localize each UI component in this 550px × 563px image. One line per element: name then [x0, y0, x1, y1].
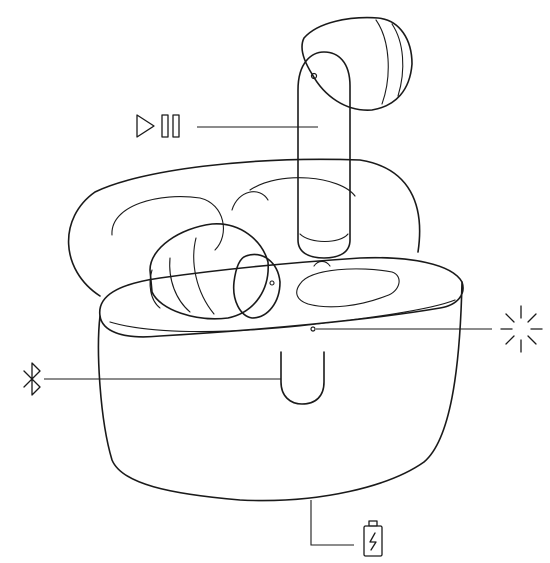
- callout-bluetooth: [23, 362, 281, 396]
- case-led-indicator: [310, 326, 316, 332]
- case-pairing-button[interactable]: [280, 351, 325, 405]
- case-body: [97, 256, 464, 502]
- led-light-icon: [500, 305, 543, 353]
- callout-indicator: [316, 305, 543, 353]
- callout-charging: [310, 500, 383, 557]
- leader-charging: [310, 500, 354, 546]
- callout-play-pause: [136, 114, 318, 138]
- play-pause-icon: [136, 114, 180, 138]
- earbud-right: [297, 16, 413, 259]
- battery-charging-icon: [363, 520, 383, 557]
- case-lid: [67, 158, 421, 297]
- bluetooth-icon: [23, 362, 41, 396]
- earbud-left: [149, 223, 281, 320]
